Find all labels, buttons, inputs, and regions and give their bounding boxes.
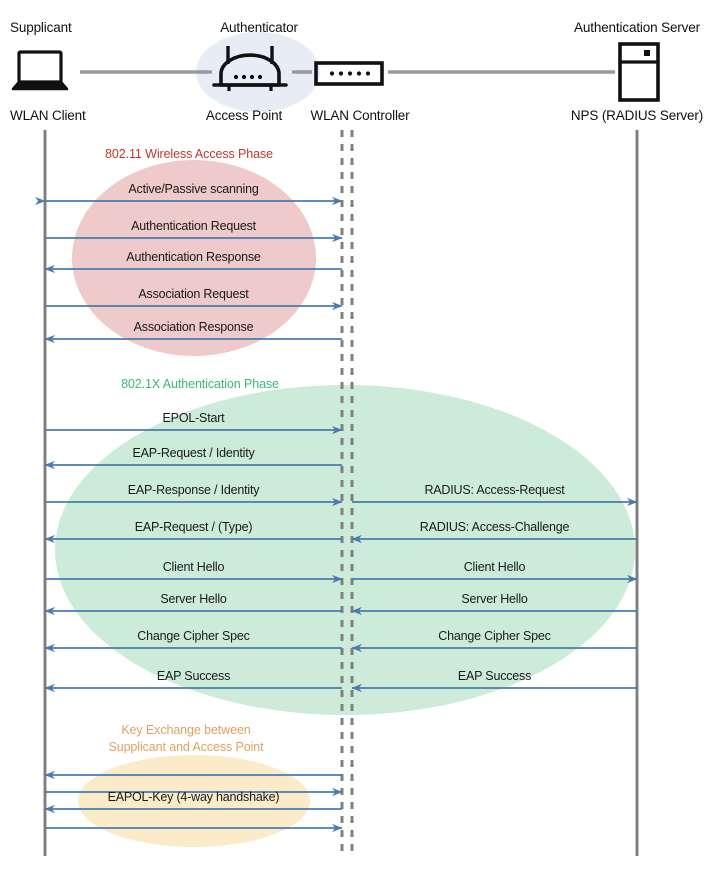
message-label-right-1: RADIUS: Access-Challenge: [419, 520, 570, 534]
server-icon: [618, 42, 660, 102]
message-label-right-3: Server Hello: [461, 592, 528, 606]
wlan-controller-icon: [314, 61, 384, 86]
message-label-left-12: EAP Success: [156, 669, 231, 683]
message-label-left-6: EAP-Request / Identity: [132, 446, 255, 460]
message-label-left-9: Client Hello: [162, 560, 225, 574]
message-label-left-15: EAPOL-Key (4-way handshake): [107, 790, 280, 804]
message-label-left-7: EAP-Response / Identity: [127, 483, 260, 497]
message-label-left-3: Association Request: [138, 287, 249, 301]
node-role-authenticator: Authenticator: [220, 20, 298, 35]
message-label-left-11: Change Cipher Spec: [137, 629, 250, 643]
lifelines: [43, 130, 639, 856]
node-device-nps-radius-server: NPS (RADIUS Server): [570, 108, 704, 123]
message-label-left-5: EPOL-Start: [162, 411, 225, 425]
ellipse-wireless-access: [72, 160, 316, 356]
node-device-access-point: Access Point: [205, 108, 283, 123]
message-label-left-8: EAP-Request / (Type): [134, 520, 253, 534]
message-label-left-4: Association Response: [133, 320, 254, 334]
message-label-left-1: Authentication Request: [131, 219, 256, 233]
phase-label-dot1x-auth: 802.1X Authentication Phase: [121, 377, 279, 391]
phase-label-wireless-access: 802.11 Wireless Access Phase: [105, 147, 273, 161]
message-label-left-0: Active/Passive scanning: [128, 182, 259, 196]
message-label-left-2: Authentication Response: [126, 250, 261, 264]
message-label-right-2: Client Hello: [463, 560, 526, 574]
ellipse-dot1x-auth: [55, 385, 635, 715]
node-device-wlan-client: WLAN Client: [10, 108, 86, 123]
node-role-authentication-server: Authentication Server: [574, 20, 700, 35]
node-role-supplicant: Supplicant: [10, 20, 72, 35]
message-label-right-0: RADIUS: Access-Request: [424, 483, 565, 497]
message-arrows-left: [35, 196, 343, 833]
phase-label-key-exchange-line1: Key Exchange between: [121, 723, 251, 737]
laptop-icon: [11, 50, 69, 91]
message-arrows-right: [351, 497, 638, 693]
phase-label-key-exchange: Key Exchange between Supplicant and Acce…: [108, 722, 263, 756]
phase-ellipses: [55, 160, 635, 847]
ellipse-key-exchange: [78, 755, 310, 847]
message-label-right-4: Change Cipher Spec: [438, 629, 551, 643]
message-label-right-5: EAP Success: [457, 669, 532, 683]
node-device-wlan-controller: WLAN Controller: [310, 108, 410, 123]
message-label-left-10: Server Hello: [160, 592, 227, 606]
phase-label-key-exchange-line2: Supplicant and Access Point: [108, 740, 264, 754]
access-point-icon: [212, 46, 288, 91]
